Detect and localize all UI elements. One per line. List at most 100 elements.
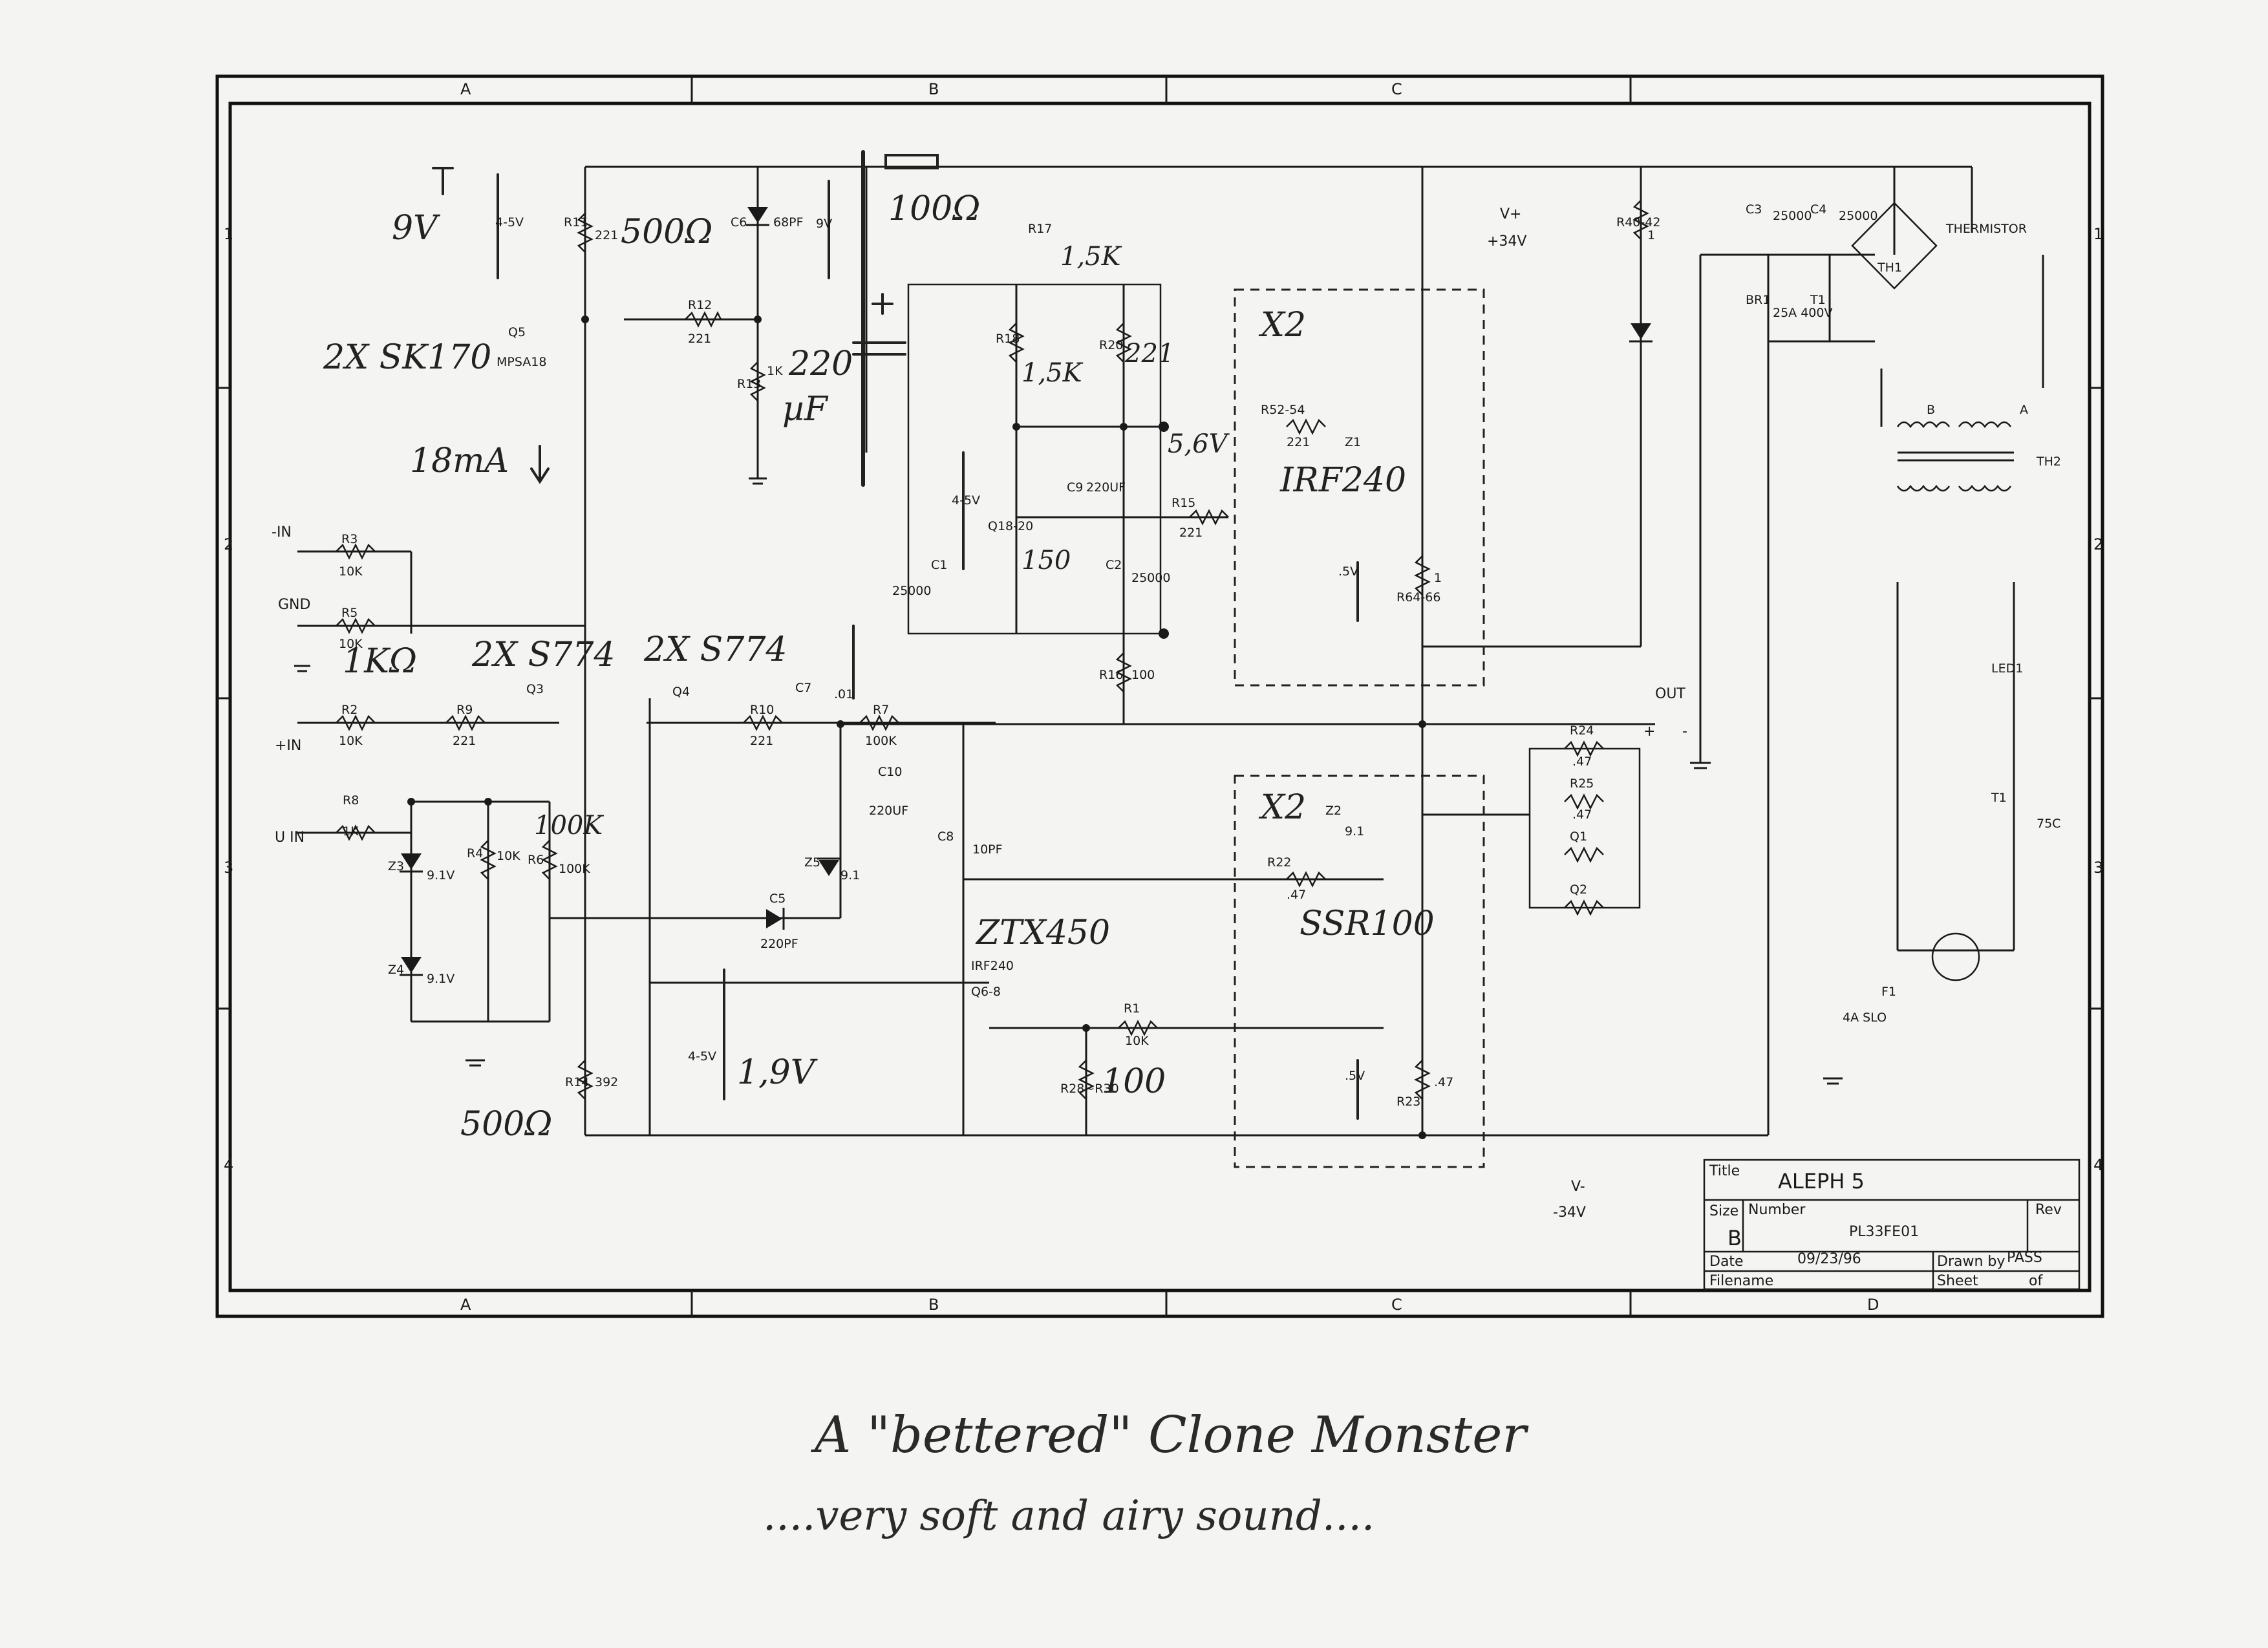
val-q3: MPSA18 [497, 355, 546, 369]
ref-r7: R7 [873, 703, 889, 717]
zone-col-c-top: C [1391, 80, 1402, 98]
val-z1: 9.1V [427, 868, 455, 883]
ref-z3: Z5 [804, 855, 820, 870]
note-9v: 9V [816, 217, 832, 231]
tb-title-label: Title [1709, 1163, 1740, 1179]
val-r13: 1K [767, 364, 783, 378]
tb-drawn-by-label: Drawn by [1937, 1254, 2005, 1270]
val-c3: 25A 400V [1773, 306, 1832, 320]
val-z3: 9.1 [840, 868, 860, 883]
ref-r16: R28~R30 [1060, 1082, 1119, 1096]
val-c5: .01 [834, 687, 853, 701]
tb-size: B [1728, 1226, 1742, 1250]
terminal-out-plus: + [1643, 723, 1655, 740]
val-r12: 221 [688, 332, 711, 346]
ref-q18-20: Z2 [1325, 804, 1342, 818]
rail-vplus: V+ [1500, 206, 1521, 222]
ref-r21: R16 [1099, 668, 1123, 682]
ref-z2: Z4 [388, 963, 404, 977]
ref-r8: R8 [343, 793, 359, 808]
val-r20: 221 [1179, 526, 1203, 540]
val-r28-r30: 221 [1287, 435, 1310, 449]
terminal-out: OUT [1655, 686, 1685, 702]
note-45v-bottom: 4-5V [688, 1049, 716, 1064]
tb-filename-label: Filename [1709, 1273, 1773, 1289]
hand-500r-top: 500Ω [621, 213, 712, 251]
val-r11: 221 [595, 228, 618, 242]
ref-r15: R1 [1124, 1001, 1140, 1016]
hand-ssr100: SSR100 [1300, 904, 1435, 943]
val-r14: 392 [595, 1075, 618, 1089]
ref-r13: R13 [737, 377, 761, 391]
hand-19v: 1,9V [737, 1053, 818, 1092]
val-r21: 100 [1131, 668, 1155, 682]
val-c7: 220UF [1086, 480, 1126, 495]
hand-18ma: 18mA [410, 442, 509, 480]
val-br1: THERMISTOR [1945, 222, 2027, 236]
output-device-box-upper [1234, 288, 1485, 687]
junction-dots [407, 316, 1426, 1139]
zone-row-4-left: 4 [224, 1156, 233, 1174]
val-r7: 100K [865, 734, 897, 748]
handwritten-strokes [432, 150, 1359, 1120]
zone-col-a-top: A [460, 80, 471, 98]
ref-th2: LED1 [1991, 661, 2023, 676]
ref-c7: C9 [1067, 480, 1083, 495]
note-05v-lower: .5V [1345, 1069, 1365, 1083]
ref-r24: Q1 [1570, 829, 1587, 844]
hand-2x-sk170: 2X SK170 [323, 338, 491, 377]
note-t1-switch: T1 [1991, 791, 2007, 805]
wiring [297, 166, 2044, 1137]
rail-vplus-value: +34V [1487, 233, 1526, 250]
zone-col-d-bottom: D [1867, 1296, 1879, 1314]
ref-q2: Q4 [672, 685, 690, 699]
ref-t1: TH2 [2036, 455, 2061, 469]
ref-r5: R5 [341, 606, 358, 620]
ref-c9: C1 [931, 558, 947, 572]
ground-symbols [294, 477, 1843, 1085]
ref-r20: R15 [1171, 496, 1195, 510]
zone-col-b-top: B [928, 80, 939, 98]
val-c10: 25000 [1131, 571, 1170, 585]
ref-r4: R4 [467, 846, 483, 861]
terminal-plus-in: +IN [275, 738, 301, 754]
hand-221: 221 [1124, 339, 1174, 369]
val-z2: 9.1V [427, 972, 455, 986]
transformer [1896, 421, 2014, 492]
ref-c2: C4 [1810, 202, 1826, 217]
hand-9v: 9V [392, 209, 440, 248]
ref-r14: R14 [565, 1075, 589, 1089]
hand-150: 150 [1022, 546, 1071, 575]
ref-c3: BR1 [1746, 293, 1770, 307]
hand-uf: µF [782, 390, 829, 429]
output-device-box-lower [1234, 775, 1485, 1168]
ref-q4: Q6-8 [971, 985, 1001, 999]
hand-56v: 5,6V [1168, 429, 1230, 459]
ref-r1: R40-42 [1616, 215, 1660, 230]
val-th1: 4A SLO [1843, 1011, 1887, 1025]
val-r1: 1 [1647, 228, 1655, 242]
note-75c: 75C [2037, 817, 2060, 831]
note-45v-top: 4-5V [495, 215, 524, 230]
ref-c5: C7 [795, 681, 811, 695]
val-r52-54: .47 [1287, 888, 1306, 902]
val-r15: 10K [1125, 1034, 1149, 1048]
note-tap-a: A [2020, 403, 2028, 417]
zone-row-3-right: 3 [2093, 859, 2103, 877]
zone-col-c-bottom: C [1391, 1296, 1402, 1314]
terminal-minus-in: -IN [272, 524, 292, 540]
rail-vminus-value: -34V [1553, 1204, 1586, 1221]
zone-col-a-bottom: A [460, 1296, 471, 1314]
ref-c6: C8 [937, 829, 954, 844]
note-05v-upper: .5V [1338, 564, 1358, 579]
val-c6: 10PF [972, 842, 1003, 857]
note-tap-b: B [1927, 403, 1935, 417]
ref-r40-42: R64-66 [1396, 590, 1440, 605]
terminal-out-minus: - [1682, 723, 1687, 740]
hand-x2-lower: X2 [1258, 788, 1306, 827]
hand-irf240: IRF240 [1279, 461, 1406, 500]
tb-size-label: Size [1709, 1203, 1738, 1219]
hand-1kr: 1KΩ [343, 642, 417, 681]
ref-r22: R24 [1570, 723, 1594, 738]
ref-q5: Q18-20 [988, 519, 1033, 533]
